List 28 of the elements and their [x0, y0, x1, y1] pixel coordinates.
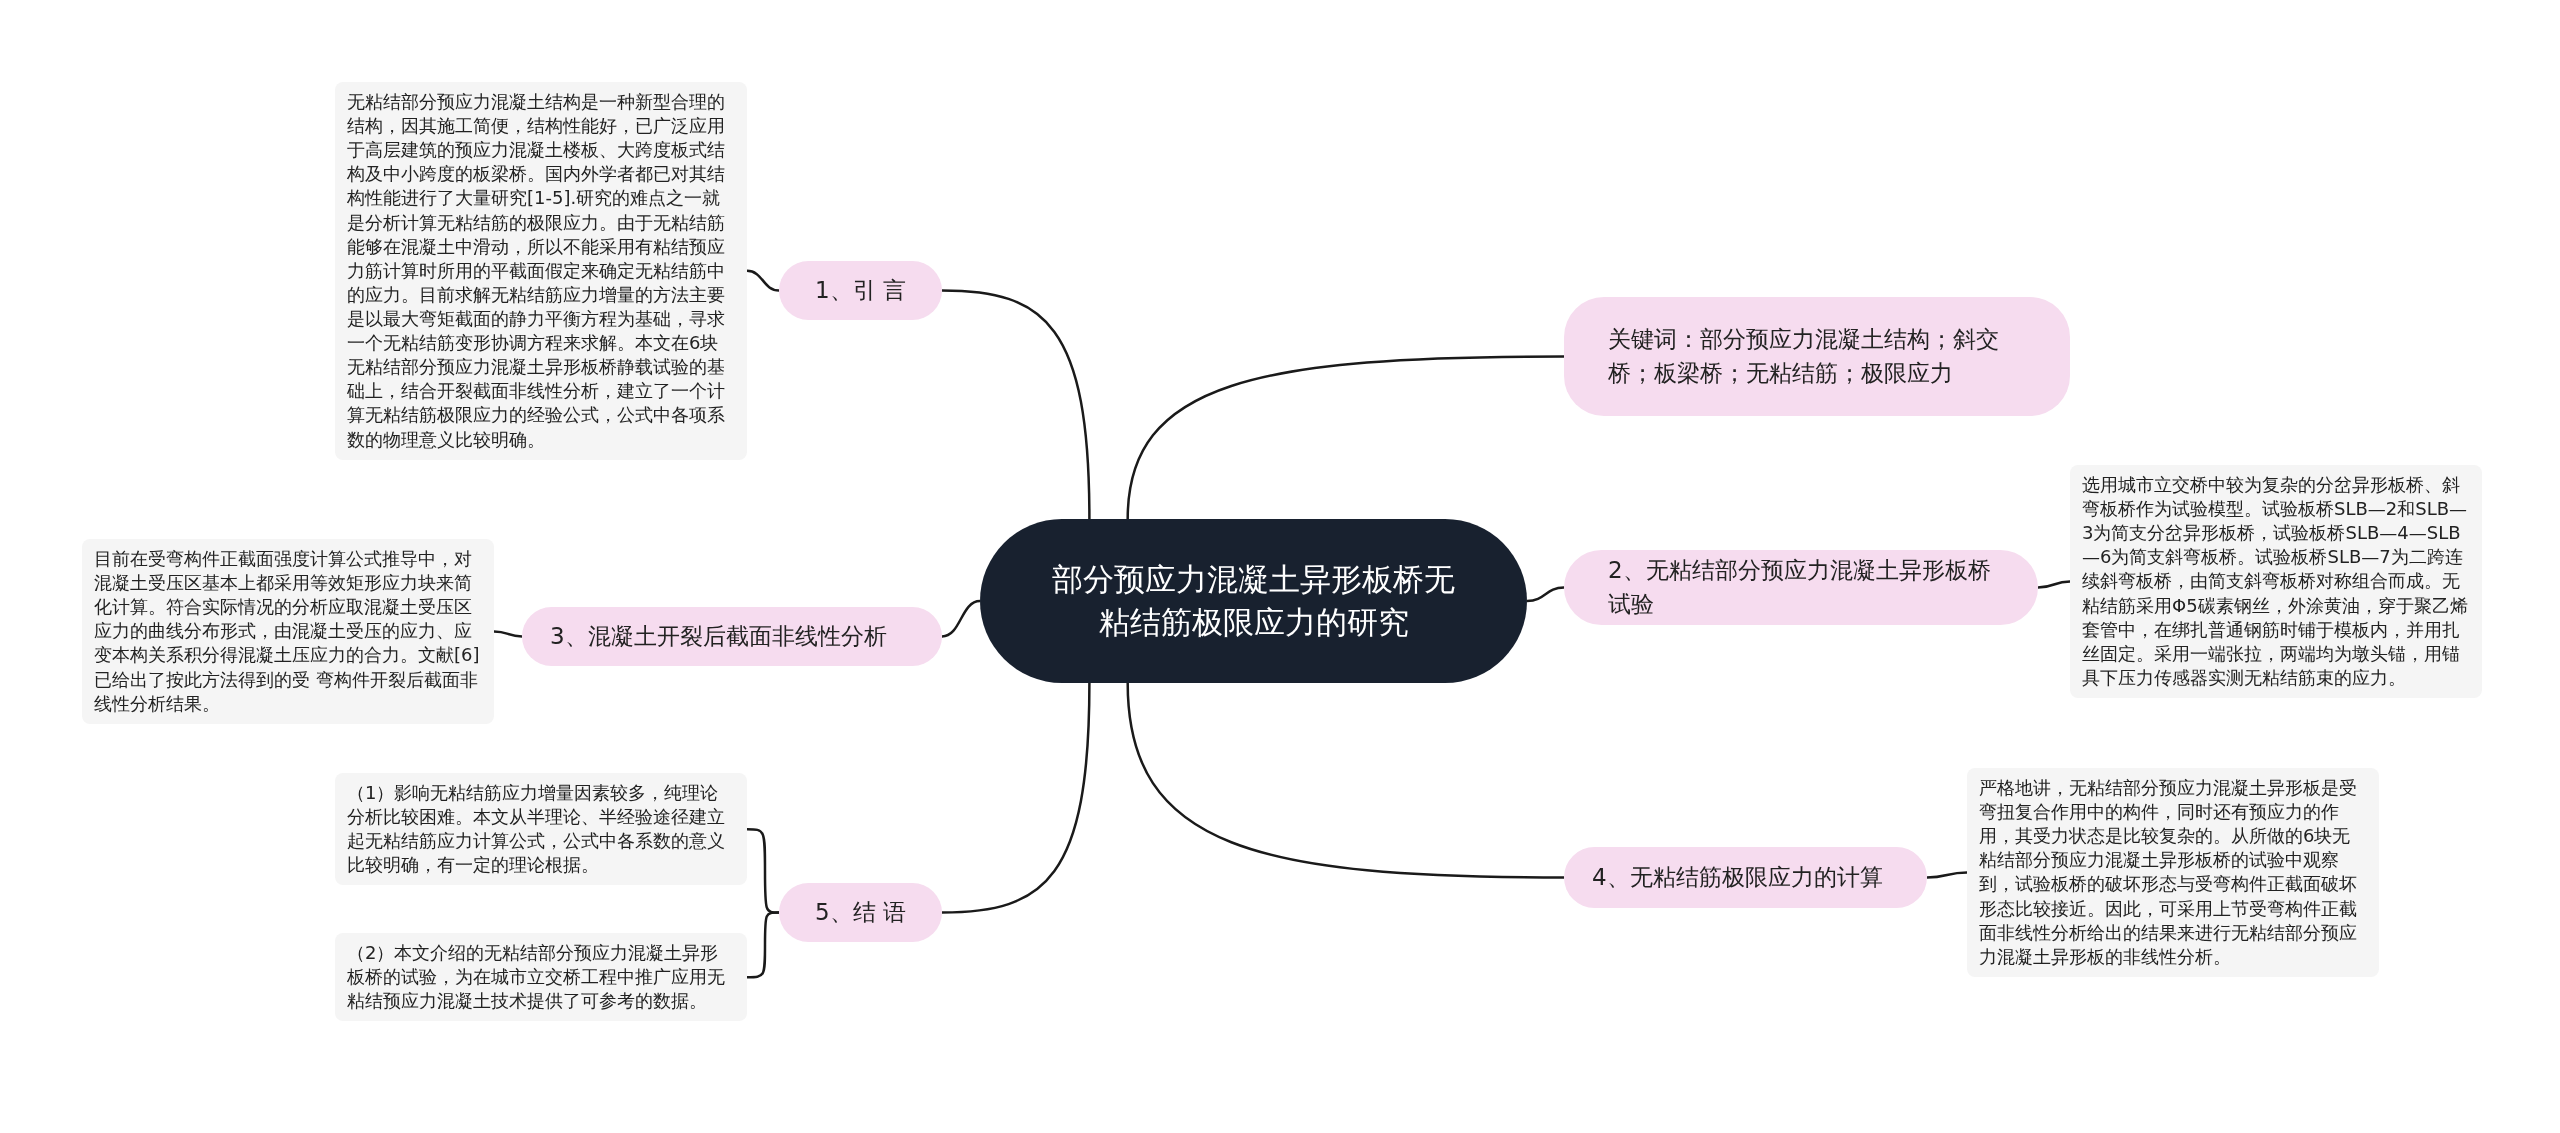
- topic-text: 2、无粘结部分预应力混凝土异形板桥试验: [1608, 556, 1992, 619]
- connector-line: [1526, 586, 1565, 603]
- connector-line: [2037, 580, 2071, 589]
- connector-line: [941, 682, 1091, 914]
- note-text: （1）影响无粘结筋应力增量因素较多，纯理论分析比较困难。本文从半理论、半经验途径建立起无粘结筋应力计算公式，公式中各系数的意义比较明确，有一定的理论根据。: [347, 781, 726, 878]
- topic-text: 关键词：部分预应力混凝土结构；斜交桥；板梁桥；无粘结筋；极限应力: [1608, 325, 2000, 388]
- note-text: 选用城市立交桥中较为复杂的分岔异形板桥、斜弯板桥作为试验模型。试验板桥SLB—2和SLB—3为简支分岔异形板桥，试验板桥SLB—4—SLB—6为简支斜弯板桥。试验板桥SLB—7为二跨连续斜弯板桥，由简支斜弯板桥对称组合而成。无粘结筋采用Φ5碳素钢丝，外涂黄油，穿于聚乙烯套管中，在绑扎普通钢筋时铺于模板内，并用扎丝固定。采用一端张拉，两端均为墩头锚，用锚具下压力传感器实测无粘结筋束的应力。: [2082, 473, 2469, 690]
- title-text: 部分预应力混凝土异形板桥无粘结筋极限应力的研究: [1051, 559, 1456, 642]
- connector-line: [746, 269, 780, 292]
- topic-box: [1564, 297, 2070, 416]
- note-text: 无粘结部分预应力混凝土结构是一种新型合理的结构，因其施工简便，结构性能好，已广泛应用于高层建筑的预应力混凝土楼板、大跨度板式结构及中小跨度的板梁桥。国内外学者都已对其结构性能进行了大量研究[1-5].研究的难点之一就是分析计算无粘结筋的极限应力。由于无粘结筋能够在混凝土中滑动，所以不能采用有粘结预应力筋计算时所用的平截面假定来确定无粘结筋中的应力。目前求解无粘结筋应力增量的方法主要是以最大弯矩截面的静力平衡方程为基础，寻求一个无粘结筋变形协调方程来求解。本文在6块无粘结部分预应力混凝土异形板桥静载试验的基础上，结合开裂截面非线性分析，建立了一个计算无粘结筋极限应力的经验公式，公式中各项系数的物理意义比较明确。: [347, 90, 726, 452]
- connector-line: [1126, 355, 1564, 520]
- topic-text: 3、混凝土开裂后截面非线性分析: [550, 621, 887, 651]
- note-text: （2）本文介绍的无粘结部分预应力混凝土异形板桥的试验，为在城市立交桥工程中推广应用无粘结预应力混凝土技术提供了可参考的数据。: [347, 941, 726, 1014]
- topic-text: 4、无粘结筋极限应力的计算: [1592, 862, 1883, 892]
- note-card: [335, 933, 747, 1022]
- topic-text: 1、引 言: [815, 275, 906, 305]
- note-text: 目前在受弯构件正截面强度计算公式推导中，对混凝土受压区基本上都采用等效矩形应力块来简化计算。符合实际情况的分析应取混凝土受压区应力的曲线分布形式，由混凝土受压的应力、应变本构关系积分得混凝土压应力的合力。文献[6]已给出了按此方法得到的受 弯构件开裂后截面非线性分析结果。: [94, 547, 481, 716]
- connector-line: [1126, 682, 1564, 879]
- connector-line: [941, 289, 1091, 520]
- connector-line: [1926, 871, 1968, 879]
- note-text: 严格地讲，无粘结部分预应力混凝土异形板是受弯扭复合作用中的构件，同时还有预应力的作用，其受力状态是比较复杂的。从所做的6块无粘结部分预应力混凝土异形板桥的试验中观察到，试验板桥的破坏形态与受弯构件正截面破坏形态比较接近。因此，可采用上节受弯构件正截面非线性分析给出的结果来进行无粘结部分预应力混凝土异形板的非线性分析。: [1979, 776, 2358, 969]
- note-card: [1967, 768, 2379, 977]
- topic-text: 5、结 语: [815, 897, 906, 927]
- connector-line: [941, 599, 981, 638]
- connector-line: [493, 630, 523, 638]
- note-card: [335, 773, 747, 886]
- connector-line: [747, 911, 779, 979]
